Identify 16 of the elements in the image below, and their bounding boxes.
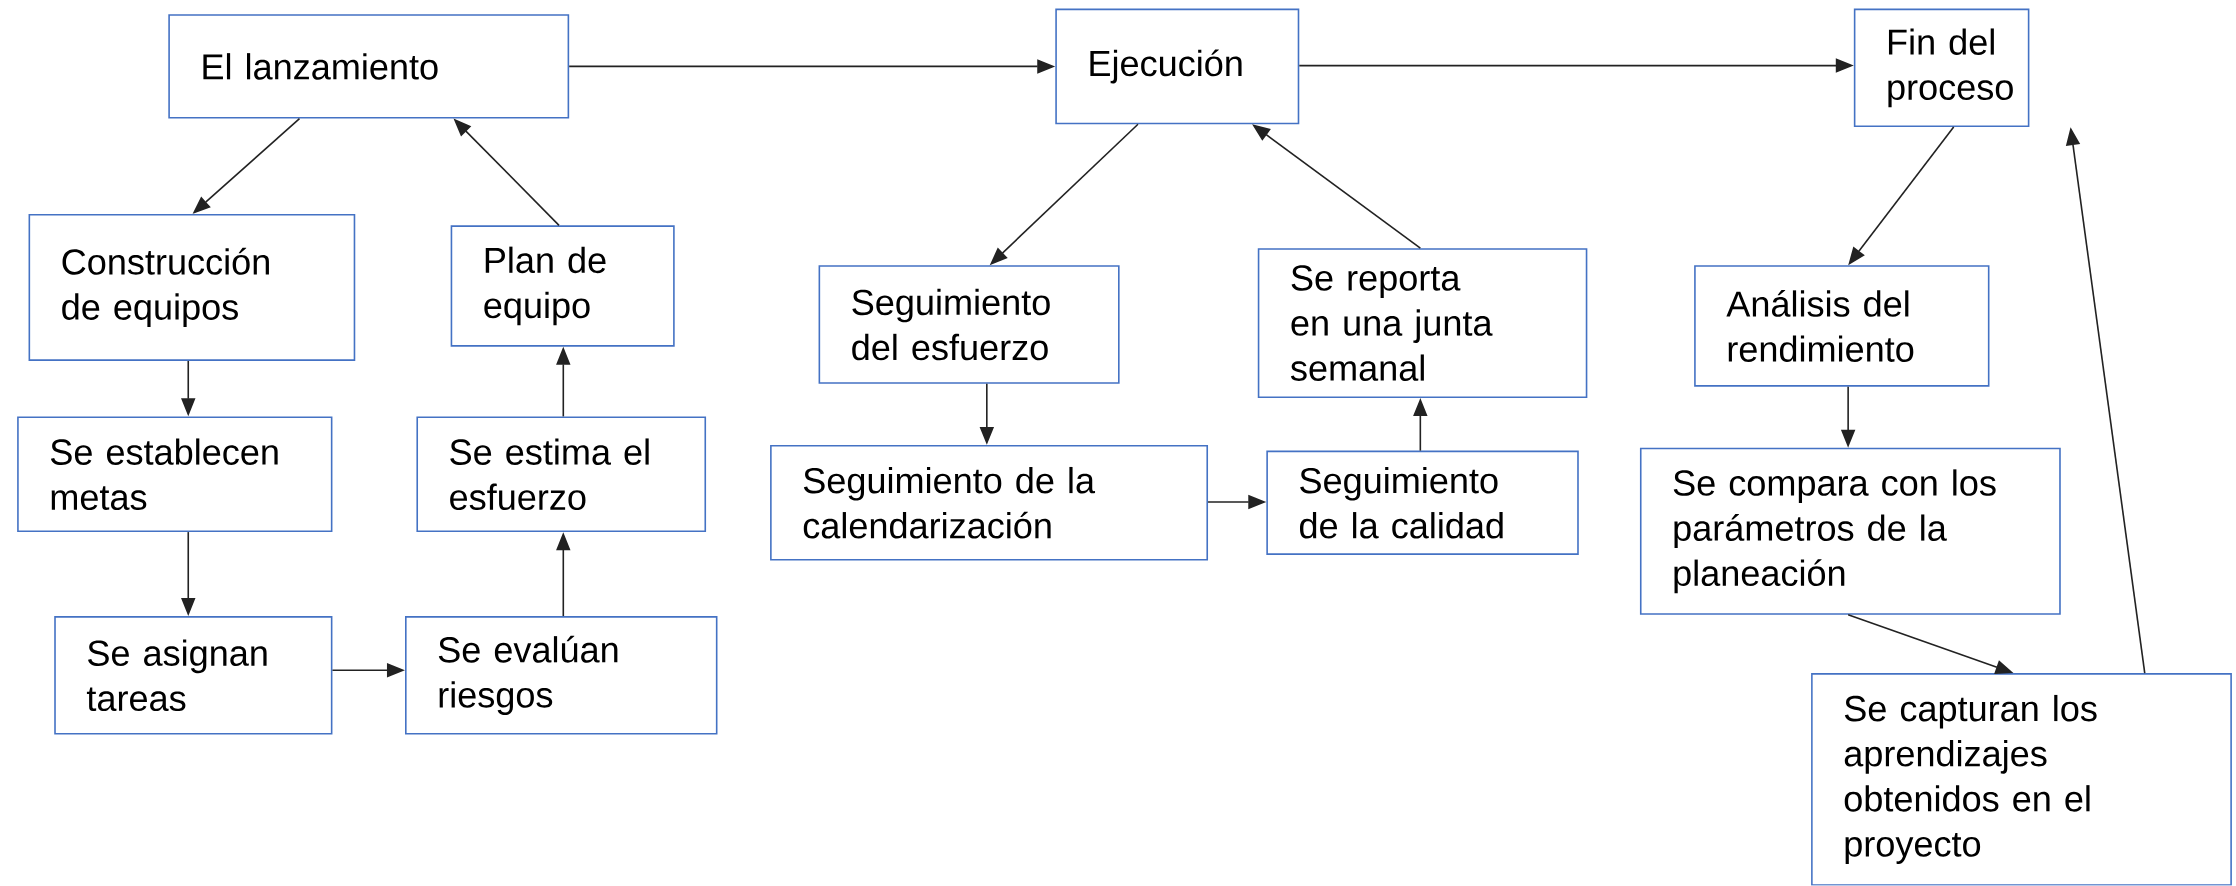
process-box: Se capturan los aprendizajes obtenidos en el proyecto [1811,673,2232,886]
process-box: Se compara con los parámetros de la planeación [1639,448,2061,615]
process-box: Seguimiento de la calidad [1266,450,1579,556]
process-box: Se establecen metas [17,416,333,533]
process-box: Análisis del rendimiento [1694,265,1990,387]
process-box: Fin del proceso [1853,8,2030,128]
process-box: Plan de equipo [450,225,675,347]
process-box: Ejecución [1055,8,1300,125]
process-box: Seguimiento de la calendarización [770,445,1209,561]
process-box: Se evalúan riesgos [405,616,718,735]
process-box: Se estima el esfuerzo [416,416,707,533]
process-box: Construcción de equipos [28,214,356,362]
process-box: El lanzamiento [168,14,570,119]
process-box: Seguimiento del esfuerzo [818,265,1120,384]
process-box: Se asignan tareas [54,616,333,735]
process-box: Se reporta en una junta semanal [1257,248,1588,399]
